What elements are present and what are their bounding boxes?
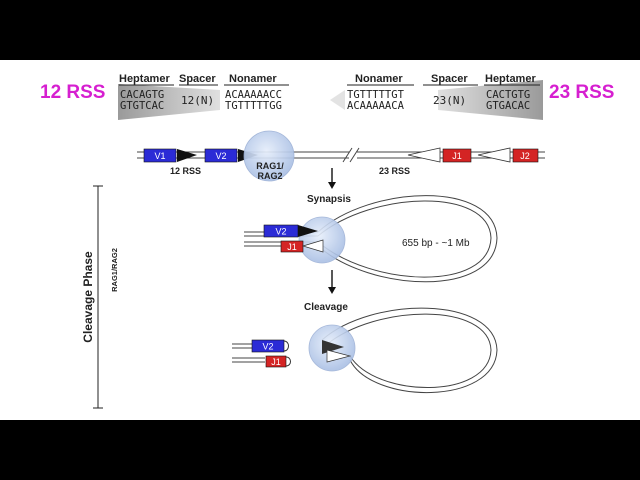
top-letterbox	[0, 0, 640, 60]
rss12-title: 12 RSS	[40, 82, 105, 103]
rss12-heptamer-top: CACAGTG	[120, 89, 164, 101]
rss23-heptamer-triangle	[438, 80, 543, 120]
rag-label-line1: RAG1/	[256, 161, 284, 171]
cleavage-loop	[232, 307, 498, 393]
loop-size-label: 655 bp - ~1 Mb	[402, 238, 470, 249]
rag-label-line2: RAG2	[257, 171, 282, 181]
rss12-heptamer-triangle	[118, 84, 220, 120]
break-mark	[342, 147, 353, 163]
synapsis-v2-label: V2	[275, 227, 286, 237]
phase-bracket	[93, 185, 103, 409]
rss12-spacer: 12(N)	[181, 94, 214, 107]
synapsis-label: Synapsis	[307, 194, 351, 205]
v1-segment	[143, 148, 177, 163]
rss23-nonamer-bottom: ACAAAAACA	[347, 100, 405, 112]
rag1-rag2-complex	[243, 130, 295, 182]
v2-hairpin	[283, 340, 289, 352]
rss12-heptamer-header: Heptamer	[119, 73, 170, 85]
v1-label: V1	[154, 151, 165, 161]
rss23-heptamer-header: Heptamer	[485, 73, 536, 85]
rss12-caption: 12 RSS	[170, 166, 201, 176]
j1-segment	[442, 148, 472, 163]
j2-rss23-triangle	[477, 147, 511, 163]
synapsis-j1-label: J1	[287, 242, 297, 252]
rss23-spacer-header: Spacer	[431, 73, 468, 85]
v1-rss12-triangle	[177, 149, 197, 162]
rss23-title: 23 RSS	[549, 82, 614, 103]
rss23-nonamer-header: Nonamer	[355, 73, 403, 85]
rss23-heptamer-bottom: GTGACAC	[486, 100, 530, 112]
j1-hairpin	[285, 356, 291, 367]
j2-segment	[512, 148, 539, 163]
v-d-j-recombination-diagram: 12 RSS Heptamer Spacer Nonamer CACAGTG G…	[40, 73, 614, 409]
rss12-spacer-header: Spacer	[179, 73, 216, 85]
phase-label: Cleavage Phase	[81, 251, 95, 343]
j2-label: J2	[520, 151, 530, 161]
arrow-to-cleavage-head	[328, 287, 336, 294]
cleavage-v2-label: V2	[262, 342, 273, 352]
rss23-spacer: 23(N)	[433, 94, 466, 107]
bottom-letterbox	[0, 420, 640, 480]
synapsis-j1-segment	[280, 240, 304, 253]
rss23-caption: 23 RSS	[379, 166, 410, 176]
synapsis-rss12-triangle	[298, 225, 318, 237]
j1-rss23-triangle	[407, 147, 441, 163]
cleavage-label: Cleavage	[304, 302, 348, 313]
diagram-panel: 12 RSS Heptamer Spacer Nonamer CACAGTG G…	[0, 60, 640, 420]
rss23-nonamer-top: TGTTTTTGT	[347, 89, 405, 101]
arrow-to-synapsis-head	[328, 182, 336, 189]
j1-label: J1	[452, 151, 462, 161]
rss23-nonamer-wedge	[330, 90, 345, 110]
rss12-nonamer-bottom: TGTTTTTGG	[225, 100, 282, 112]
rss12-nonamer-header: Nonamer	[229, 73, 277, 85]
v2-segment	[204, 148, 238, 163]
cleavage-j1-label: J1	[271, 357, 281, 367]
cleavage-v2-segment	[251, 339, 285, 353]
cleavage-signal-end-triangle-23	[326, 349, 352, 363]
rss12-nonamer-top: ACAAAAACC	[225, 89, 282, 101]
rss23-heptamer-top: CACTGTG	[486, 89, 530, 101]
break-mark	[349, 147, 360, 163]
synapsis-rss23-triangle	[301, 239, 324, 253]
rag-vertical-label: RAG1/RAG2	[110, 248, 119, 292]
rss12-heptamer-bottom: GTGTCAC	[120, 100, 164, 112]
cleavage-j1-segment	[265, 355, 287, 368]
v2-label: V2	[215, 151, 226, 161]
